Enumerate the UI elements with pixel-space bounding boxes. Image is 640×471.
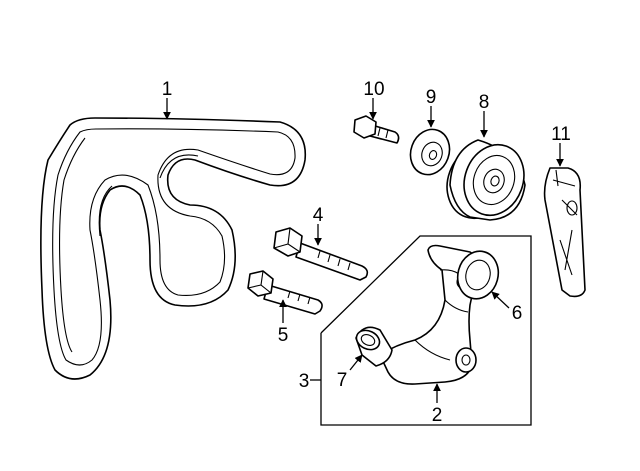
callout-1: 1 [162,79,173,100]
callout-4: 4 [313,205,324,226]
callout-5: 5 [278,325,289,346]
short-bolt-part [247,270,323,315]
callout-2: 2 [432,405,443,426]
callout-10: 10 [363,79,384,100]
callout-9: 9 [426,87,437,108]
bracket-11-part [543,167,586,298]
callout-11: 11 [551,124,571,145]
tensioner-assembly-box [320,235,532,426]
callout-7: 7 [337,370,348,391]
long-bolt-part [273,227,369,281]
sleeve-part [355,326,393,367]
callout-6: 6 [512,303,523,324]
callout-3: 3 [299,371,310,392]
callout-8: 8 [479,92,490,113]
belt-part [40,117,307,380]
washer-part [409,128,451,176]
pulley-bolt-part [353,115,400,144]
tensioner-pulley-part [456,250,500,300]
idler-pulley-part [446,139,526,221]
leader-lines [163,98,564,403]
tensioner-bracket-part [379,244,480,385]
